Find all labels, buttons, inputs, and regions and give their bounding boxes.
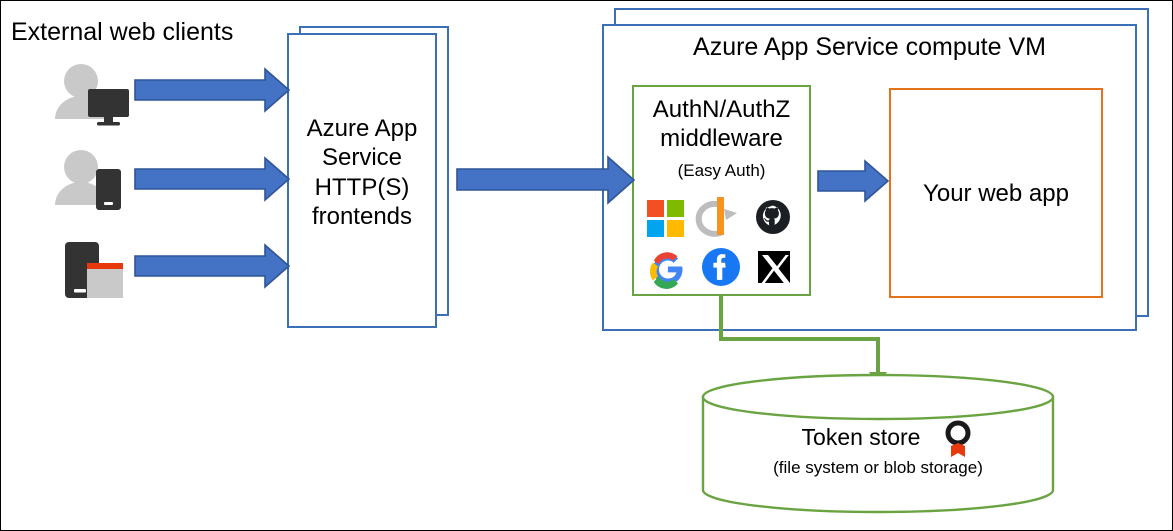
google-icon xyxy=(649,252,683,289)
openid-connect-icon xyxy=(695,197,737,237)
arrow-frontends-to-middleware xyxy=(456,155,636,205)
token-store-sublabel: (file system or blob storage) xyxy=(773,458,983,477)
arrow-middleware-to-webapp xyxy=(817,159,890,203)
arrow-client-desktop-to-frontends xyxy=(134,67,291,113)
github-icon xyxy=(756,200,790,234)
client-desktop-icon xyxy=(55,64,129,126)
arrow-client-phone-to-frontends xyxy=(134,156,291,202)
connector-middleware-to-token-store xyxy=(719,295,880,373)
client-phone-icon xyxy=(55,150,121,210)
arrow-client-device-to-frontends xyxy=(134,243,291,289)
frontends-label: Azure App Service HTTP(S) frontends xyxy=(306,115,418,230)
x-twitter-icon xyxy=(758,251,790,283)
webapp-label: Your web app xyxy=(923,180,1069,207)
facebook-icon xyxy=(702,248,740,286)
token-store-label: Token store xyxy=(801,424,921,450)
middleware-label: AuthN/AuthZ middleware xyxy=(652,96,791,153)
microsoft-icon xyxy=(647,200,684,237)
connector-arrowhead xyxy=(869,372,887,386)
middleware-sublabel: (Easy Auth) xyxy=(677,161,766,180)
external-clients-title: External web clients xyxy=(11,18,234,46)
vm-label: Azure App Service compute VM xyxy=(693,33,1046,61)
client-device-icon xyxy=(65,242,123,298)
